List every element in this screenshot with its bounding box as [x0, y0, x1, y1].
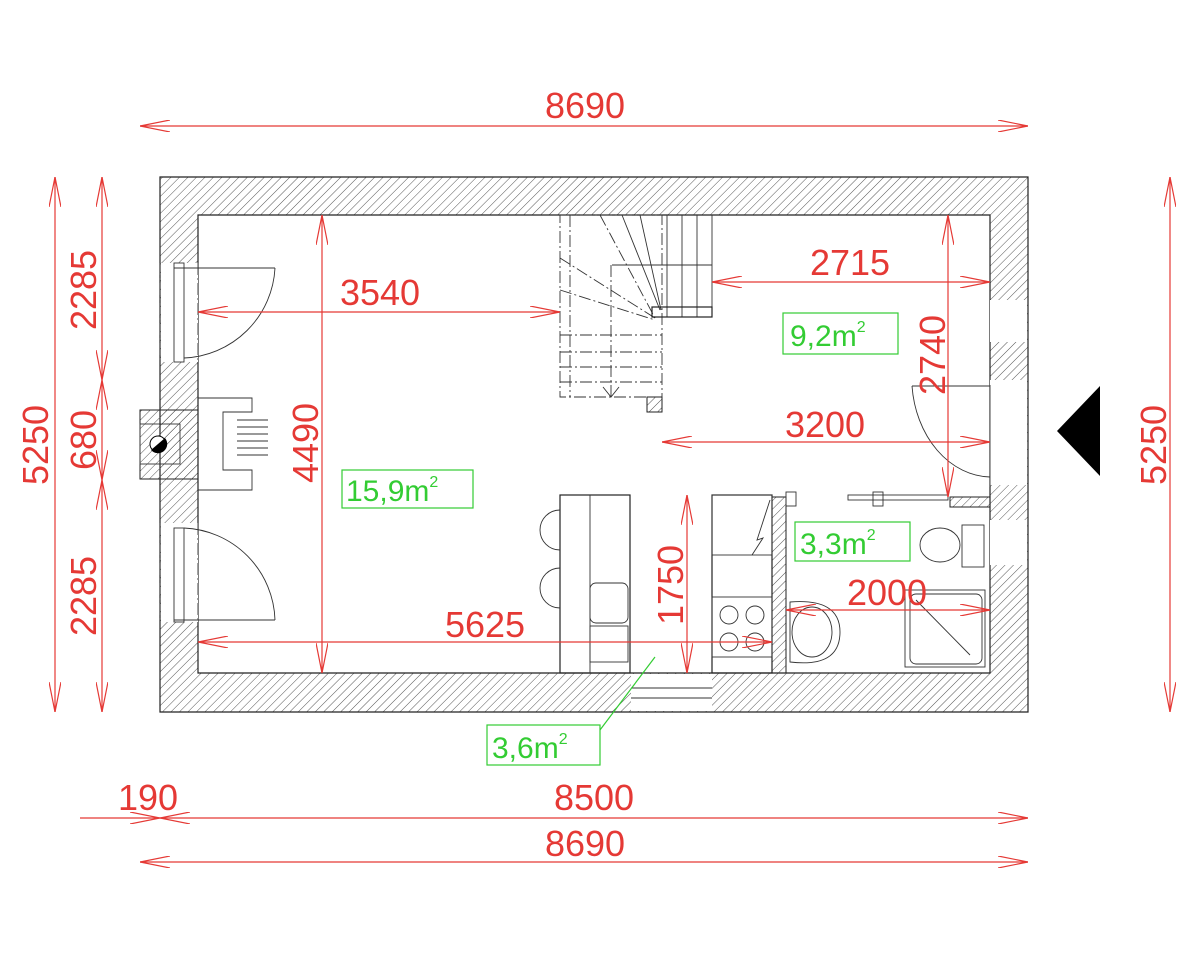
entrance-triangle-icon — [1057, 386, 1100, 476]
bathroom-fixtures — [789, 524, 986, 668]
dim-right-total: 5250 — [1133, 405, 1174, 485]
dim-left-lower: 2285 — [63, 556, 104, 636]
dim-top-total: 8690 — [545, 85, 625, 126]
exterior-walls — [159, 176, 1029, 713]
dim-hall-depth: 2740 — [912, 315, 953, 395]
dim-kitchen-length: 5625 — [445, 604, 525, 645]
staircase — [559, 214, 713, 413]
dim-bottom-inner: 8500 — [554, 777, 634, 818]
bathroom-walls — [771, 491, 991, 674]
fireplace — [198, 397, 268, 491]
chimney-flue-icon — [139, 409, 199, 480]
area-label-living: 15,9m2 — [341, 469, 474, 509]
dim-left-upper: 2285 — [63, 250, 104, 330]
dim-living-depth: 4490 — [285, 403, 326, 483]
dim-hall-width: 2715 — [810, 242, 890, 283]
dim-left-total: 5250 — [15, 405, 56, 485]
area-label-kitchen: 3,6m2 — [486, 656, 656, 766]
area-label-hall: 9,2m2 — [782, 312, 899, 355]
dimension-lines — [55, 126, 1170, 862]
dim-living-width: 3540 — [340, 272, 420, 313]
dim-left-middle: 680 — [63, 410, 104, 470]
dim-bottom-total: 8690 — [545, 823, 625, 864]
svg-text:9,2m2: 9,2m2 — [790, 319, 866, 353]
svg-text:3,6m2: 3,6m2 — [492, 731, 568, 765]
area-label-bathroom: 3,3m2 — [794, 521, 911, 562]
dim-bath-width: 2000 — [847, 572, 927, 613]
left-window-lower — [159, 523, 276, 623]
dim-bottom-offset: 190 — [118, 777, 178, 818]
dim-kitchen-depth: 1750 — [650, 545, 691, 625]
entrance-door — [911, 385, 991, 487]
dim-hall-lower-width: 3200 — [785, 404, 865, 445]
svg-text:3,3m2: 3,3m2 — [800, 527, 876, 561]
svg-text:15,9m2: 15,9m2 — [346, 474, 438, 508]
